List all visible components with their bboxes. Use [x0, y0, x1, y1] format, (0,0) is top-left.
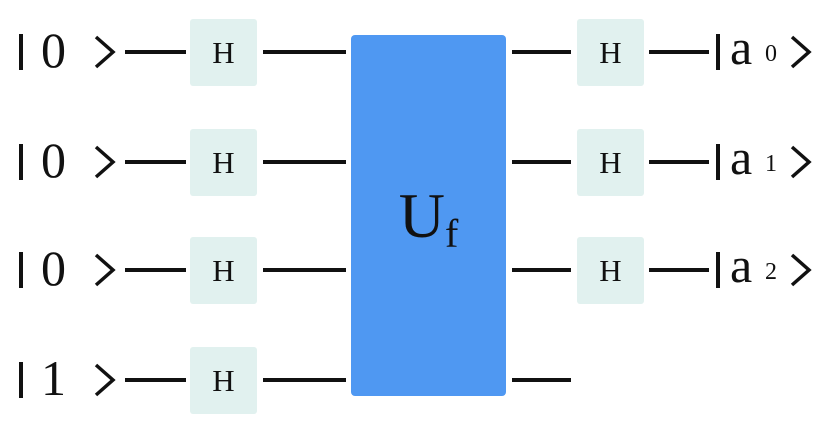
wire	[512, 268, 571, 272]
output-subscript: 0	[765, 41, 777, 67]
ket-bar	[19, 252, 23, 288]
input-state: 0	[41, 240, 66, 296]
hadamard-gate: H	[190, 347, 257, 414]
wire	[125, 268, 186, 272]
ket-bar	[19, 34, 23, 70]
output-symbol: a	[730, 19, 753, 75]
wire	[125, 50, 186, 54]
ket-angle-icon	[790, 35, 812, 69]
input-state: 0	[41, 132, 66, 188]
hadamard-gate: H	[577, 129, 644, 196]
wire	[649, 268, 709, 272]
wire	[649, 160, 709, 164]
ket-bar	[19, 362, 23, 398]
output-subscript: 1	[765, 151, 777, 177]
wire	[512, 160, 571, 164]
wire	[263, 378, 346, 382]
wire	[263, 50, 346, 54]
oracle-label: U	[398, 179, 445, 251]
ket-bar	[716, 252, 720, 288]
wire	[125, 378, 186, 382]
hadamard-gate: H	[190, 237, 257, 304]
hadamard-gate: H	[577, 237, 644, 304]
ket-angle-icon	[94, 363, 116, 397]
wire	[125, 160, 186, 164]
hadamard-gate: H	[190, 129, 257, 196]
ket-angle-icon	[94, 253, 116, 287]
hadamard-gate: H	[577, 19, 644, 86]
oracle-subscript: f	[444, 211, 459, 256]
ket-bar	[19, 144, 23, 180]
wire	[263, 160, 346, 164]
ket-bar	[716, 144, 720, 180]
output-subscript: 2	[765, 259, 777, 285]
input-state: 0	[41, 22, 66, 78]
wire	[263, 268, 346, 272]
wire	[649, 50, 709, 54]
ket-angle-icon	[790, 253, 812, 287]
ket-bar	[716, 34, 720, 70]
ket-angle-icon	[790, 145, 812, 179]
ket-angle-icon	[94, 145, 116, 179]
input-state: 1	[41, 350, 66, 406]
wire	[512, 50, 571, 54]
output-symbol: a	[730, 129, 753, 185]
hadamard-gate: H	[190, 19, 257, 86]
output-symbol: a	[730, 237, 753, 293]
wire	[512, 378, 571, 382]
ket-angle-icon	[94, 35, 116, 69]
